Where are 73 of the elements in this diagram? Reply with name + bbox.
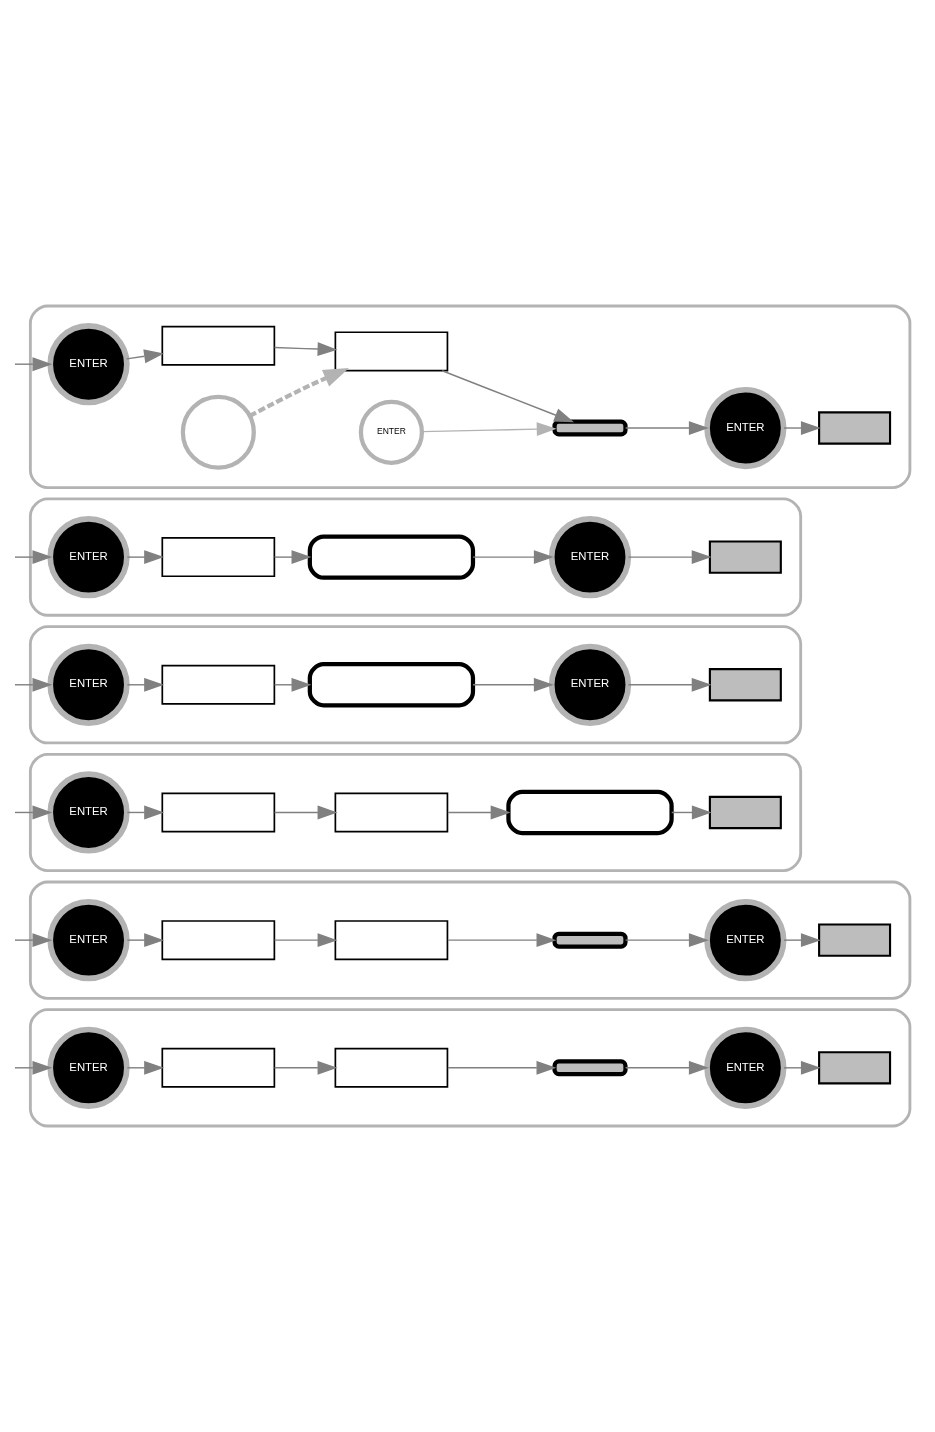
node-box bbox=[708, 668, 782, 702]
arrow bbox=[671, 805, 712, 820]
node-circle: ENTER bbox=[47, 515, 130, 599]
cluster bbox=[28, 497, 803, 617]
arrow bbox=[14, 550, 53, 565]
node-box bbox=[161, 1047, 276, 1088]
arrow bbox=[472, 677, 554, 692]
arrow bbox=[14, 1060, 53, 1075]
arrow bbox=[273, 805, 338, 820]
arrow bbox=[248, 368, 349, 418]
node-box bbox=[161, 920, 276, 961]
arrow bbox=[447, 1060, 557, 1075]
arrow bbox=[126, 550, 165, 565]
node-bar bbox=[552, 1059, 628, 1077]
arrow bbox=[783, 1060, 821, 1075]
node-circle: ENTER bbox=[704, 386, 787, 470]
node-circle: ENTER bbox=[704, 1026, 787, 1109]
arrow bbox=[273, 933, 338, 948]
node-box bbox=[161, 325, 276, 366]
arrow bbox=[126, 933, 165, 948]
node-circle: ENTER bbox=[47, 643, 130, 726]
node-circle: ENTER bbox=[47, 899, 130, 982]
node-circle: ENTER bbox=[358, 399, 425, 465]
arrow bbox=[447, 933, 557, 948]
node-box bbox=[818, 411, 892, 445]
arrow bbox=[14, 677, 53, 692]
arrow bbox=[273, 1060, 338, 1075]
node-circle: ENTER bbox=[704, 899, 787, 982]
cluster bbox=[28, 304, 912, 490]
arrow bbox=[421, 422, 557, 437]
node-box bbox=[307, 534, 476, 580]
cluster bbox=[28, 752, 803, 873]
arrow bbox=[126, 677, 165, 692]
node-circle: ENTER bbox=[47, 323, 130, 406]
node-box bbox=[506, 789, 674, 836]
node-circle: ENTER bbox=[548, 643, 632, 726]
node-box bbox=[161, 537, 276, 578]
arrow bbox=[472, 550, 554, 565]
node-box bbox=[334, 792, 449, 833]
cluster bbox=[28, 1008, 912, 1128]
arrow bbox=[14, 357, 53, 372]
node-circle bbox=[180, 394, 256, 470]
node-box bbox=[161, 664, 276, 705]
arrow bbox=[273, 677, 312, 692]
arrow bbox=[624, 421, 709, 435]
arrow bbox=[624, 933, 709, 948]
arrow bbox=[783, 933, 821, 948]
arrow bbox=[273, 550, 312, 565]
arrow bbox=[126, 1060, 165, 1075]
arrow bbox=[627, 677, 712, 692]
arrow bbox=[624, 1060, 709, 1075]
arrow bbox=[447, 805, 511, 820]
arrow bbox=[441, 370, 575, 423]
node-box bbox=[334, 331, 449, 372]
arrow bbox=[783, 421, 821, 435]
arrow bbox=[627, 550, 712, 565]
node-box bbox=[708, 540, 782, 574]
node-box bbox=[818, 923, 892, 957]
node-box bbox=[161, 792, 276, 833]
node-box bbox=[334, 1047, 449, 1088]
node-circle: ENTER bbox=[548, 515, 632, 599]
node-bar bbox=[552, 931, 628, 949]
cluster bbox=[28, 880, 912, 1000]
node-box bbox=[818, 1051, 892, 1085]
cluster bbox=[28, 625, 803, 745]
node-circle: ENTER bbox=[47, 771, 130, 854]
node-box bbox=[334, 920, 449, 961]
node-circle: ENTER bbox=[47, 1026, 130, 1109]
arrow bbox=[273, 342, 338, 356]
node-box bbox=[307, 662, 476, 708]
node-box bbox=[708, 795, 782, 830]
node-bar bbox=[552, 419, 628, 437]
arrow bbox=[14, 933, 53, 948]
